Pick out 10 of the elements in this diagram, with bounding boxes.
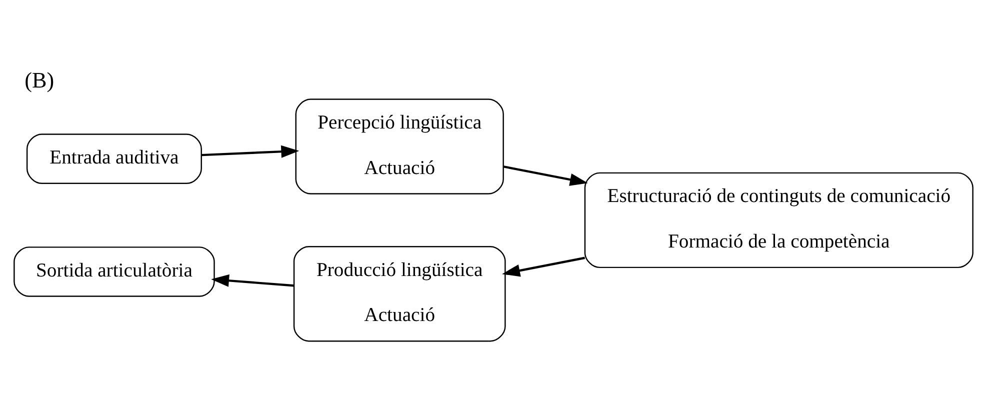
arrow: [504, 166, 588, 186]
arrow: [201, 145, 300, 158]
diagram-title: (B): [24, 67, 54, 92]
node-box: Producció lingüística Actuació: [293, 246, 506, 342]
arrow: [502, 256, 586, 277]
node-box: Estructuració de continguts de comunicació Formació de la competència: [584, 172, 974, 268]
node-box: Sortida articulatòria: [14, 246, 215, 297]
node-box: Percepció lingüística Actuació: [295, 98, 504, 194]
node-box: Entrada auditiva: [26, 134, 202, 184]
arrow: [211, 274, 294, 287]
